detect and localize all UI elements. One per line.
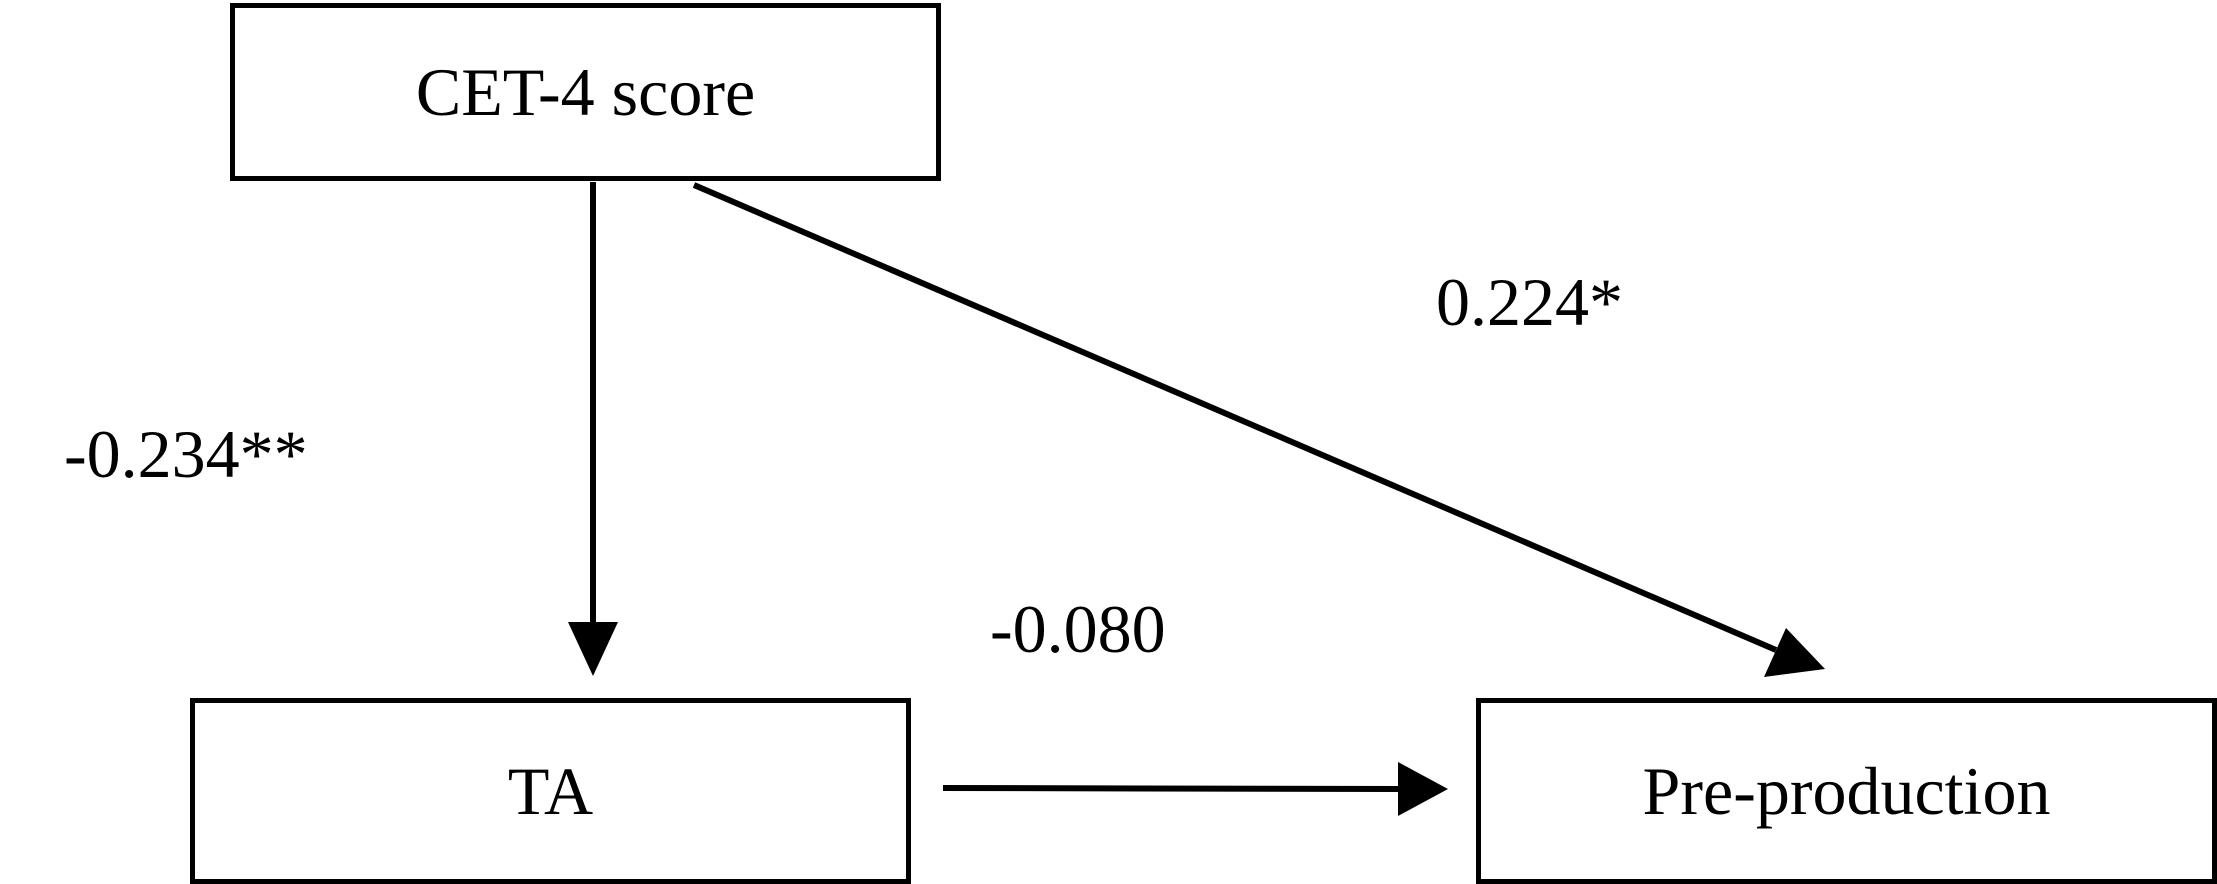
node-preproduction-label: Pre-production: [1642, 753, 2051, 829]
arrowhead-cet4-to-preproduction: [1764, 628, 1825, 677]
arrowhead-cet4-to-ta: [568, 622, 618, 676]
node-ta-label: TA: [507, 753, 594, 829]
node-cet4-score-label: CET-4 score: [415, 54, 756, 130]
coefficient-cet4-to-preproduction: 0.224*: [1436, 264, 1623, 340]
coefficient-ta-to-preproduction: -0.080: [990, 591, 1166, 667]
arrow-cet4-to-preproduction: [692, 182, 1778, 653]
node-preproduction: Pre-production: [1476, 698, 2217, 884]
arrow-ta-to-preproduction: [942, 785, 1401, 792]
arrowhead-ta-to-preproduction: [1398, 762, 1448, 816]
coefficient-cet4-to-ta: -0.234**: [64, 416, 308, 492]
node-ta: TA: [190, 698, 911, 884]
node-cet4-score: CET-4 score: [230, 3, 941, 181]
